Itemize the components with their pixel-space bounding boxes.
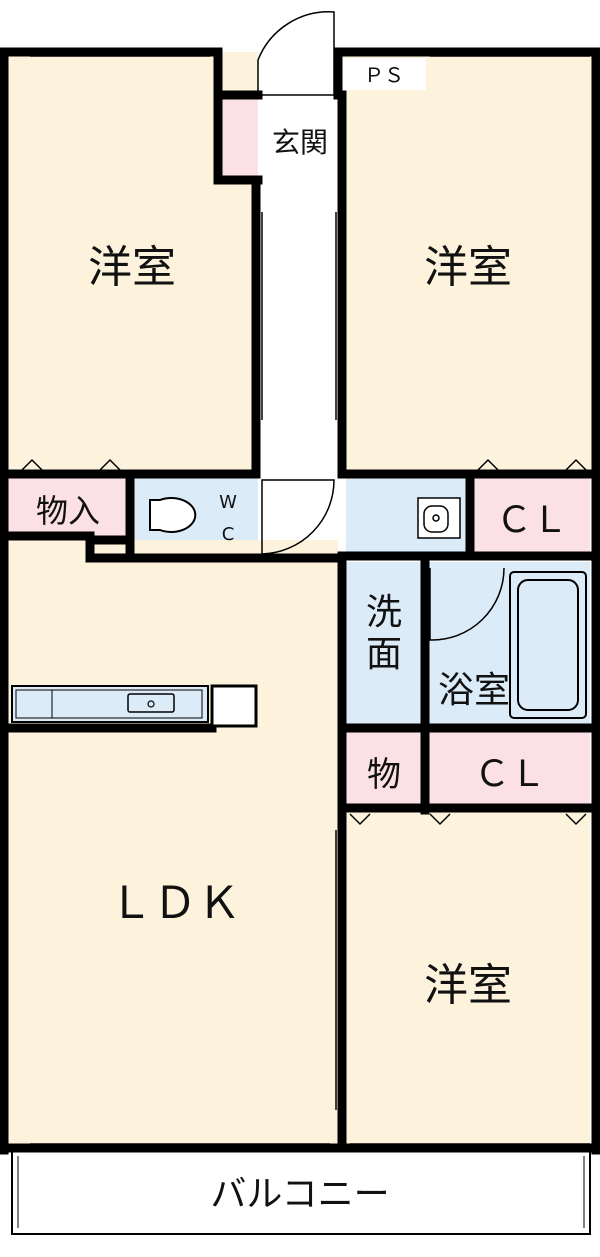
sliding-marks (30, 55, 590, 1145)
room-label: 洗 (366, 592, 402, 633)
storage-small (346, 732, 422, 806)
room-label: 洋室 (424, 960, 512, 1011)
room-label: ＬＤＫ (109, 878, 241, 929)
room-label: 洋室 (424, 242, 512, 293)
washroom (346, 562, 422, 726)
walls (0, 47, 600, 1155)
bathtub-icon (509, 571, 587, 719)
entrance-area (258, 95, 342, 180)
room-ldk (8, 540, 338, 1146)
room-label: 浴室 (438, 670, 510, 711)
room-label: 洋室 (88, 242, 176, 293)
room-label: ＣＬ (496, 500, 568, 541)
room-label: 面 (366, 634, 402, 675)
room-label: ＣＬ (474, 754, 546, 795)
room-label: バルコニー (210, 1174, 389, 1215)
room-western-top-right (342, 52, 592, 474)
entrance-step (220, 95, 258, 180)
closet-door-marks (21, 458, 587, 826)
room-label: ＰＳ (364, 63, 404, 87)
balcony-area (11, 1149, 591, 1235)
toilet-icon (149, 497, 197, 533)
room-label: 物入 (36, 492, 100, 530)
storage-left (8, 478, 128, 536)
hallway (258, 180, 342, 560)
room-label: 玄関 (272, 126, 328, 159)
room-label: C (222, 524, 235, 545)
doors (257, 11, 505, 641)
kitchen-counter (11, 684, 258, 728)
washbasin-icon (417, 497, 461, 539)
room-label: 物 (367, 755, 401, 795)
closet-lower (428, 732, 590, 806)
pipe-space (342, 58, 426, 90)
room-western-bottom-right (346, 812, 590, 1146)
closet-upper (472, 478, 590, 552)
room-label: W (219, 492, 237, 513)
